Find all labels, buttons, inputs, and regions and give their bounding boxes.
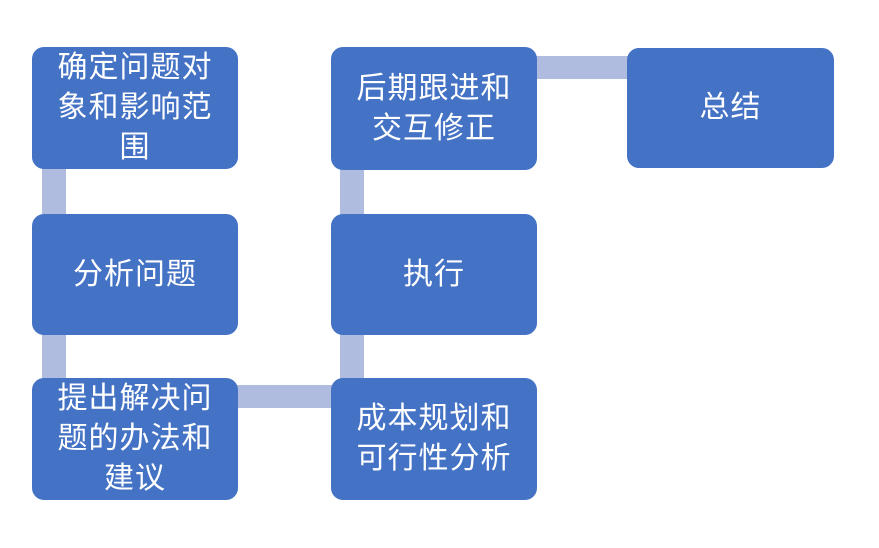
flow-step-analyze-problem: 分析问题	[32, 214, 238, 335]
connector-propose-to-cost	[237, 385, 332, 408]
connector-execute-to-followup	[340, 169, 364, 215]
flow-step-summary: 总结	[627, 48, 834, 168]
connector-cost-to-execute	[340, 334, 364, 379]
flow-step-execute: 执行	[331, 214, 537, 335]
connector-followup-to-summary	[536, 56, 628, 79]
connector-analyze-to-propose	[42, 334, 66, 379]
flow-step-define-problem-scope: 确定问题对 象和影响范 围	[32, 47, 238, 169]
flow-step-follow-up-correct: 后期跟进和 交互修正	[331, 47, 537, 170]
flow-step-cost-feasibility: 成本规划和 可行性分析	[331, 378, 537, 500]
flow-step-propose-solutions: 提出解决问 题的办法和 建议	[32, 378, 238, 500]
connector-define-to-analyze	[42, 168, 66, 214]
